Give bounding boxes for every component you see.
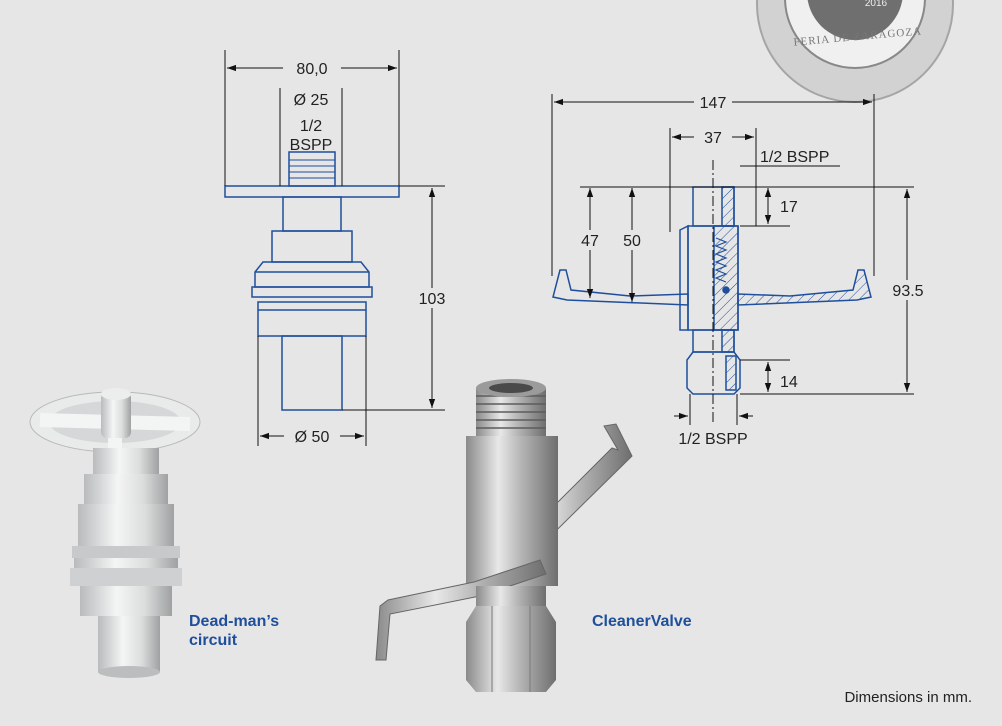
right-bottom-thread-label: 1/2 BSPP bbox=[678, 431, 747, 448]
right-technical-drawing bbox=[552, 186, 872, 395]
dimensions-note: Dimensions in mm. bbox=[844, 689, 972, 706]
right-width-label: 147 bbox=[700, 95, 727, 112]
left-thread-label-line2: BSPP bbox=[290, 137, 333, 154]
right-arm-height-inner-label: 50 bbox=[623, 233, 641, 250]
award-seal: 2016 FERIA DE ZARAGOZA bbox=[756, 0, 954, 103]
right-hub-width-label: 37 bbox=[704, 130, 722, 147]
left-technical-drawing bbox=[224, 151, 400, 411]
caption-dead-mans-circuit-line2: circuit bbox=[189, 632, 238, 649]
cleanervalve-photo bbox=[375, 379, 633, 692]
left-width-label: 80,0 bbox=[296, 61, 327, 78]
left-thread-label-line1: 1/2 bbox=[300, 118, 322, 135]
right-top-thread-height-label: 17 bbox=[780, 199, 798, 216]
caption-cleanervalve-line1: CleanerValve bbox=[592, 613, 692, 630]
seal-year: 2016 bbox=[865, 0, 888, 9]
right-bottom-thread-height-label: 14 bbox=[780, 374, 798, 391]
right-arm-height-left-label: 47 bbox=[581, 233, 599, 250]
right-top-thread-label: 1/2 BSPP bbox=[760, 149, 829, 166]
caption-dead-mans-circuit-line1: Dead-man’s bbox=[189, 613, 280, 630]
left-thread-diameter-label: Ø 25 bbox=[294, 92, 329, 109]
caption-dead-mans-circuit: Dead-man’s circuit bbox=[189, 612, 279, 650]
dead-mans-circuit-photo bbox=[29, 388, 201, 678]
left-dimension-lines bbox=[224, 50, 445, 446]
caption-cleanervalve: CleanerValve bbox=[592, 612, 692, 631]
left-base-diameter-label: Ø 50 bbox=[295, 429, 330, 446]
right-total-height-label: 93.5 bbox=[892, 283, 923, 300]
left-height-label: 103 bbox=[419, 291, 446, 308]
